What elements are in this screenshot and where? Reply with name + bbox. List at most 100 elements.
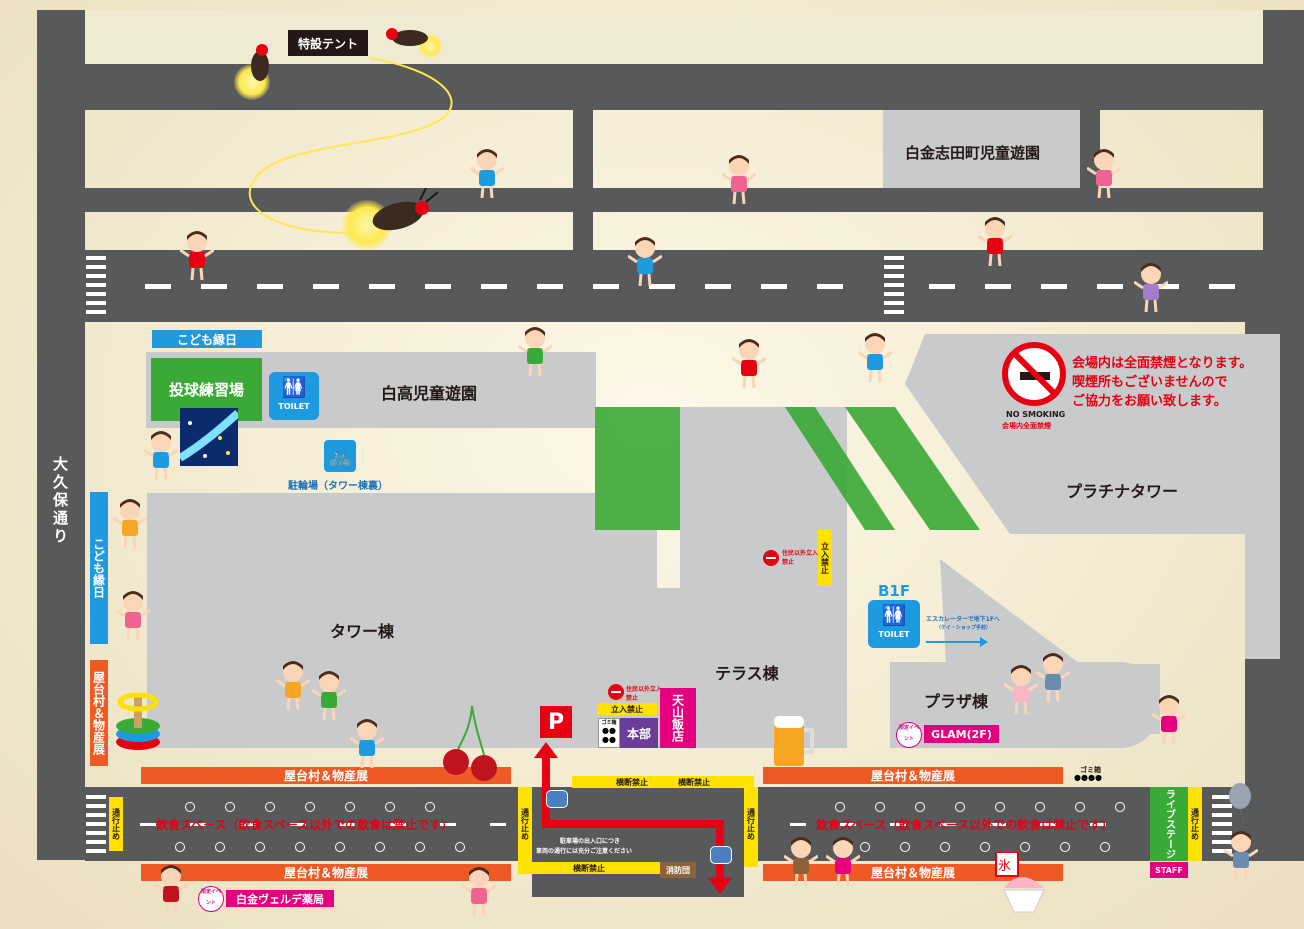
dining-table-icon	[1100, 842, 1110, 852]
person-illustration	[978, 217, 1012, 266]
trash-dots-right-icon: ●●●●	[1074, 773, 1102, 782]
lane-dash	[145, 284, 171, 289]
no-entry-label: 立入禁止	[611, 704, 643, 714]
crosswalk-stripe	[86, 822, 106, 826]
shirokane-park-label: 白金志田町児童遊園	[905, 144, 1041, 162]
firefly-path	[248, 57, 453, 234]
yatai-side-banner: 屋台村＆物産展	[90, 660, 108, 766]
lane-dash	[340, 823, 356, 826]
lane-dash	[440, 823, 456, 826]
verde-label: 白金ヴェルデ薬局	[236, 892, 324, 906]
person-illustration	[1004, 665, 1038, 714]
no-smoking-line3: ご協力をお願い致します。	[1072, 394, 1227, 409]
crosswalk-stripe	[86, 256, 106, 260]
lane-dash	[840, 823, 856, 826]
shaved-ice-icon: 氷	[995, 852, 1045, 913]
dining-table-icon	[385, 802, 395, 812]
lane-dash	[940, 823, 956, 826]
dining-table-icon	[185, 802, 195, 812]
okubo-street-road	[37, 10, 85, 860]
lane-dash	[990, 823, 1006, 826]
dining-table-icon	[835, 802, 845, 812]
lane-dash	[790, 823, 806, 826]
dining-table-icon	[175, 842, 185, 852]
dining-table-icon	[305, 802, 315, 812]
glam-badge-icon: 限定イベント	[896, 722, 922, 748]
dining-table-icon	[295, 842, 305, 852]
no-entry-icon-1	[763, 550, 779, 566]
kodomo-ennichi-side-label: こども縁日	[91, 538, 106, 598]
crosswalk-stripe	[1212, 813, 1232, 817]
b1f-label: B1F	[878, 582, 911, 600]
dining-table-icon	[915, 802, 925, 812]
dining-left-text: 飲食スペース（飲食スペース以外での飲食は禁止です）	[156, 818, 454, 832]
no-crossing-band-3: 横断禁止	[518, 862, 660, 874]
lane-dash	[817, 284, 843, 289]
dining-table-icon	[225, 802, 235, 812]
no-entry-icon-2	[608, 684, 624, 700]
crosswalk-stripe	[1212, 795, 1232, 799]
crosswalk-stripe	[1212, 840, 1232, 844]
resident-only-2: 住民以外立入禁止	[626, 686, 663, 702]
verde-limited-label: 限定イベント	[200, 889, 221, 906]
fire-brigade-box: 消防団	[660, 862, 696, 878]
crosswalk-stripe	[884, 292, 904, 296]
verde-label-box: 白金ヴェルデ薬局	[226, 890, 334, 907]
road-right-edge	[1263, 10, 1304, 322]
person-illustration	[180, 231, 214, 280]
person-illustration	[1087, 149, 1121, 198]
cherry-icon	[443, 705, 497, 781]
special-tent-label: 特設テント	[297, 36, 358, 51]
crosswalk-stripe	[1212, 804, 1232, 808]
trash-label-right: ゴミ箱	[1080, 766, 1101, 774]
dining-table-icon	[415, 842, 425, 852]
toilet-sign-b1f: 🚻 TOILET	[868, 600, 920, 648]
live-stage: ライブステージ	[1150, 787, 1188, 861]
lane-dash	[649, 284, 675, 289]
no-through-sign-left: 通行止め	[109, 797, 123, 851]
no-crossing-1: 横断禁止	[616, 777, 648, 787]
person-illustration	[312, 671, 346, 720]
crosswalk-stripe	[86, 310, 106, 314]
lane-dash	[240, 823, 256, 826]
no-smoking-icon	[1002, 342, 1066, 406]
kodomo-ennichi-side-banner: こども縁日	[90, 492, 108, 644]
star-ribbon-icon	[180, 410, 238, 462]
star-poster-image	[180, 408, 238, 466]
dining-table-icon	[995, 802, 1005, 812]
car-icon-1	[546, 790, 568, 808]
person-illustration	[116, 591, 150, 640]
plaza-extension	[1070, 662, 1160, 748]
person-illustration	[154, 865, 188, 914]
lane-dash	[985, 284, 1011, 289]
person-illustration	[518, 327, 552, 376]
lane-dash	[1209, 284, 1235, 289]
kodomo-ennichi-top-label: こども縁日	[176, 332, 237, 347]
person-illustration	[628, 237, 662, 286]
glam-limited-label: 限定イベント	[898, 725, 919, 742]
special-tent-sign: 特設テント	[288, 30, 368, 56]
no-crossing-3: 横断禁止	[573, 863, 605, 873]
no-smoking-ja: 会場内全面禁煙	[1002, 422, 1051, 430]
no-entry-label-box: 立入禁止	[597, 703, 657, 715]
crosswalk-stripe	[1212, 822, 1232, 826]
crosswalk-stripe	[86, 301, 106, 305]
person-illustration	[784, 837, 818, 886]
parking-route-arrow	[534, 742, 732, 894]
lane-dash	[1040, 823, 1056, 826]
live-stage-label: ライブステージ	[1163, 789, 1175, 859]
dining-table-icon	[875, 802, 885, 812]
plaza-label: プラザ棟	[924, 692, 989, 711]
crosswalk-stripe	[1212, 831, 1232, 835]
glam-label: GLAM(2F)	[931, 727, 992, 741]
person-illustration	[144, 431, 178, 480]
shirokane-park-block: 白金志田町児童遊園	[883, 110, 1080, 188]
honbu-box: 本部	[620, 718, 658, 748]
toilet-b1f-label: TOILET	[878, 630, 910, 639]
trash-label-honbu: ゴミ箱	[601, 720, 617, 726]
tower-building: タワー棟	[147, 493, 595, 748]
lane-dash	[593, 284, 619, 289]
crosswalk-stripe	[884, 265, 904, 269]
firefly-icon-medium	[251, 44, 269, 81]
verde-badge-icon: 限定イベント	[198, 886, 224, 912]
